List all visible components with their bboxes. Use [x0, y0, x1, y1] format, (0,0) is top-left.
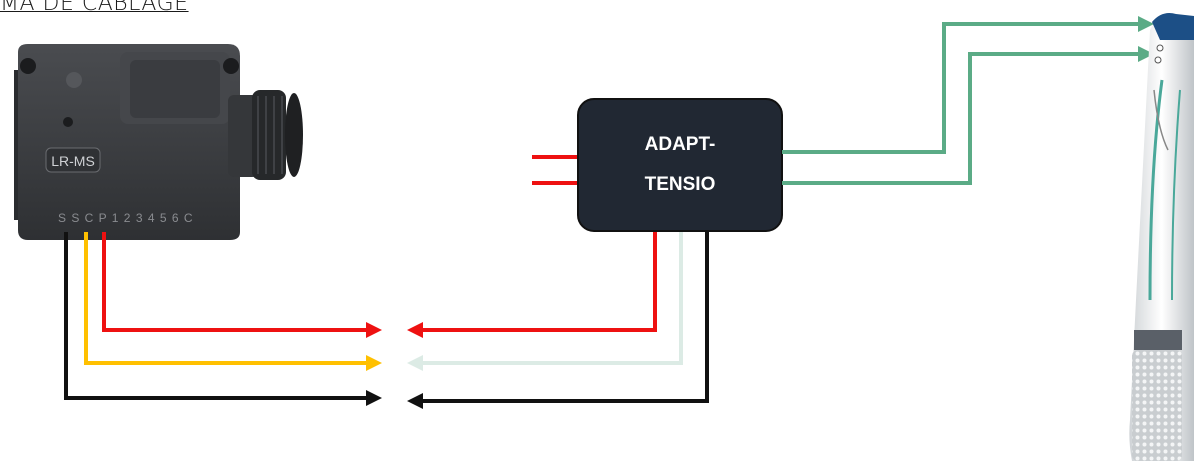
controller-model-label: LR-MS	[51, 153, 95, 169]
adapter-box: ADAPT- TENSIO	[577, 98, 783, 232]
black-return-wire	[416, 228, 709, 403]
brand-logo-icon	[66, 72, 82, 88]
controller-terminal-label: S S C P 1 2 3 4 5 6 C	[58, 211, 194, 225]
adapter-input-wires	[532, 155, 580, 185]
probe-wires	[782, 22, 1142, 185]
green-arrow-lower-icon	[1138, 46, 1154, 62]
adapter-output-wires	[416, 228, 709, 403]
tensio-probe	[1129, 13, 1194, 461]
black-arrow-left-icon	[407, 393, 423, 409]
green-wire-upper	[782, 22, 1142, 154]
red-wire	[102, 232, 372, 332]
red-return-wire	[416, 228, 657, 332]
green-wire-lower	[782, 52, 1142, 185]
mount-hole-icon	[20, 58, 36, 74]
porous-cup-icon	[1132, 350, 1182, 461]
controller-device: LR-MS S S C P 1 2 3 4 5 6 C	[14, 44, 303, 240]
black-arrow-right-icon	[366, 390, 382, 406]
mount-hole-icon	[223, 58, 239, 74]
probe-cap-icon	[1152, 13, 1194, 40]
yellow-wire	[84, 232, 372, 365]
green-arrow-upper-icon	[1138, 16, 1154, 32]
black-wire	[64, 232, 372, 400]
adapter-label-line2: TENSIO	[645, 174, 716, 195]
diagram-title: MA DE CABLAGE	[0, 0, 189, 16]
yellow-arrow-right-icon	[366, 355, 382, 371]
controller-wires	[64, 232, 372, 400]
pale-arrow-left-icon	[407, 355, 423, 371]
adapter-label-line1: ADAPT-	[645, 134, 716, 155]
red-arrow-right-icon	[366, 322, 382, 338]
pale-return-wire	[416, 228, 683, 365]
red-arrow-left-icon	[407, 322, 423, 338]
